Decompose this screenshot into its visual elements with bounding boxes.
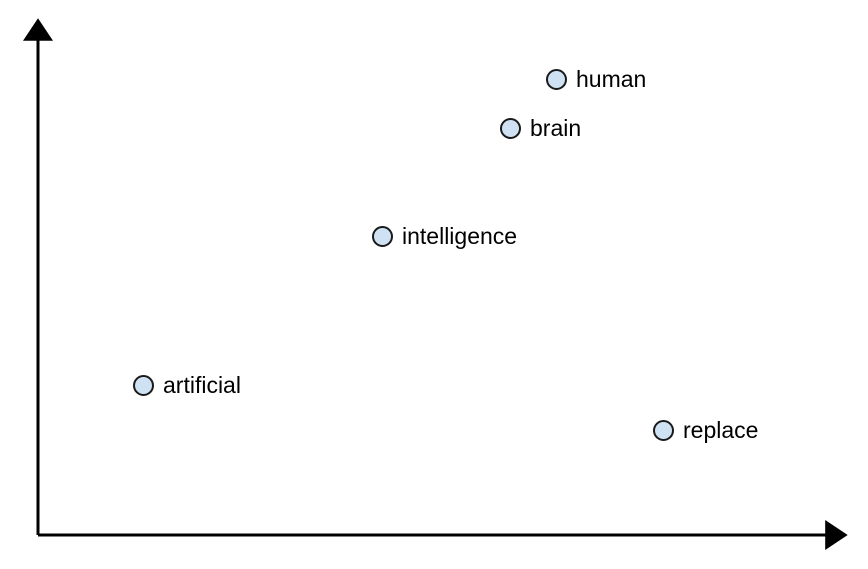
scatter-point-human[interactable]: human [546,68,646,91]
point-label: brain [530,115,582,141]
point-marker-icon [500,118,521,139]
scatter-point-intelligence[interactable]: intelligence [372,225,517,248]
point-marker-icon [372,226,393,247]
point-label: human [576,66,647,92]
point-label: artificial [163,372,241,398]
point-marker-icon [546,69,567,90]
point-marker-icon [133,375,154,396]
point-label: intelligence [402,223,518,249]
point-label: replace [683,417,759,443]
scatter-point-replace[interactable]: replace [653,419,758,442]
scatter-point-brain[interactable]: brain [500,117,581,140]
point-marker-icon [653,420,674,441]
scatter-point-artificial[interactable]: artificial [133,374,241,397]
